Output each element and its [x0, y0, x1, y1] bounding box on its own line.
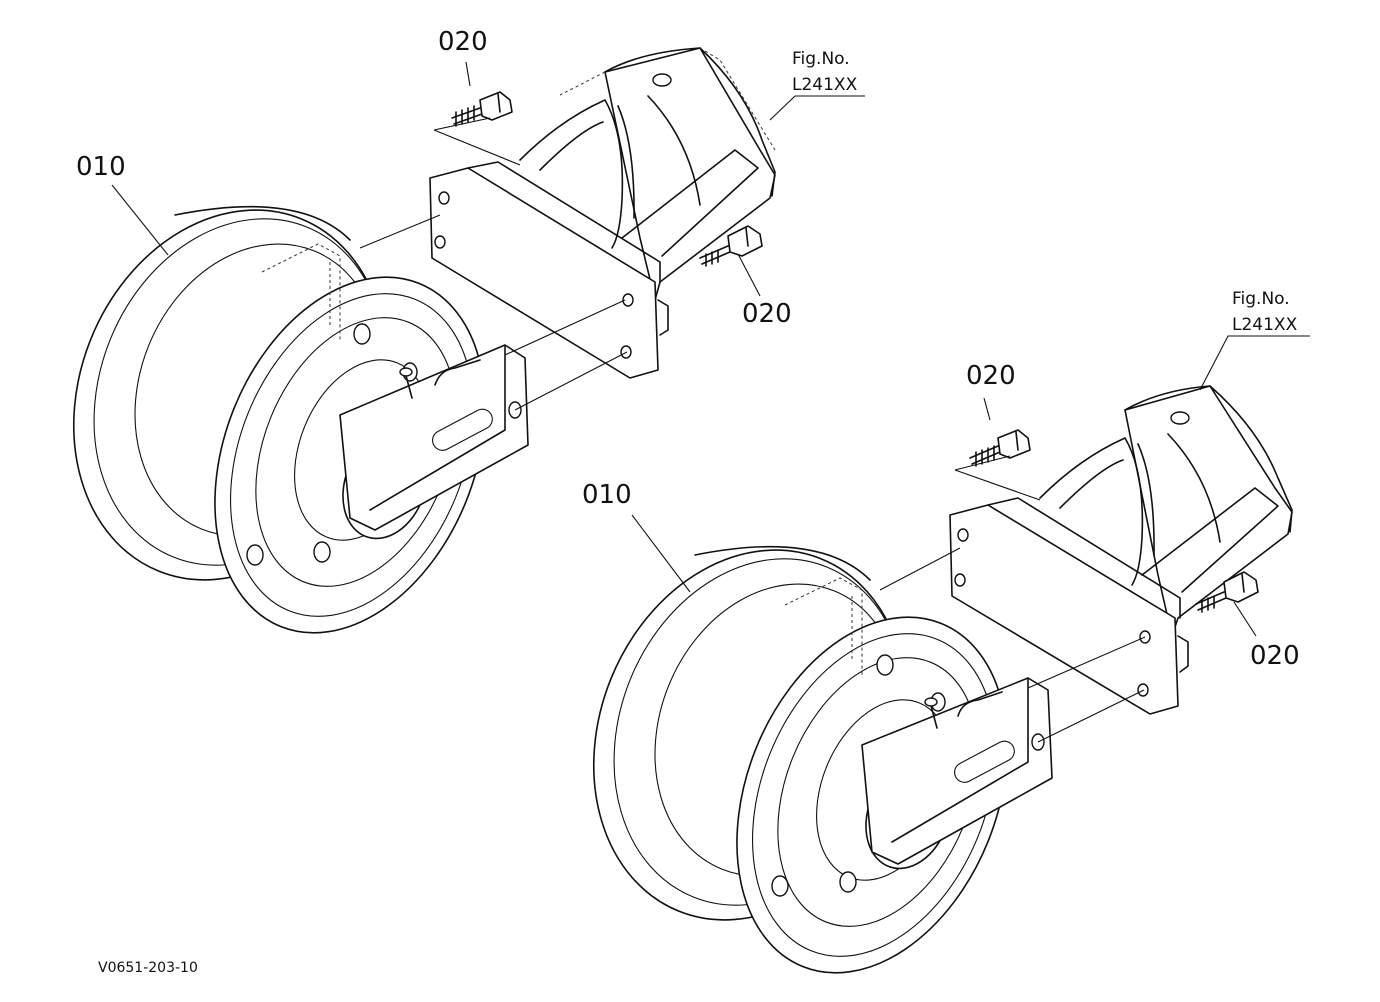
slide-block-2	[861, 677, 1053, 865]
bolt-1b	[699, 225, 763, 267]
callout-010-2: 010	[582, 480, 632, 510]
assembly-2	[592, 335, 1310, 974]
bracket-1	[429, 47, 776, 379]
fig-ref-value-1: L241XX	[792, 75, 858, 95]
fig-ref-label-2: Fig.No.	[1232, 289, 1290, 309]
fig-ref-label-1: Fig.No.	[792, 49, 850, 69]
assembly-1	[72, 47, 865, 634]
callout-020-top-1: 020	[438, 27, 488, 57]
drawing-code: V0651-203-10	[98, 960, 198, 976]
bracket-2	[949, 385, 1293, 715]
fig-ref-value-2: L241XX	[1232, 315, 1298, 335]
slide-block-1	[339, 344, 529, 531]
callout-020-side-1: 020	[742, 299, 792, 329]
callout-020-side-2: 020	[1250, 641, 1300, 671]
bolt-1a	[451, 91, 513, 127]
bolt-2b	[1195, 571, 1259, 613]
callout-020-top-2: 020	[966, 361, 1016, 391]
bolt-2a	[969, 429, 1031, 467]
callout-010-1: 010	[76, 152, 126, 182]
